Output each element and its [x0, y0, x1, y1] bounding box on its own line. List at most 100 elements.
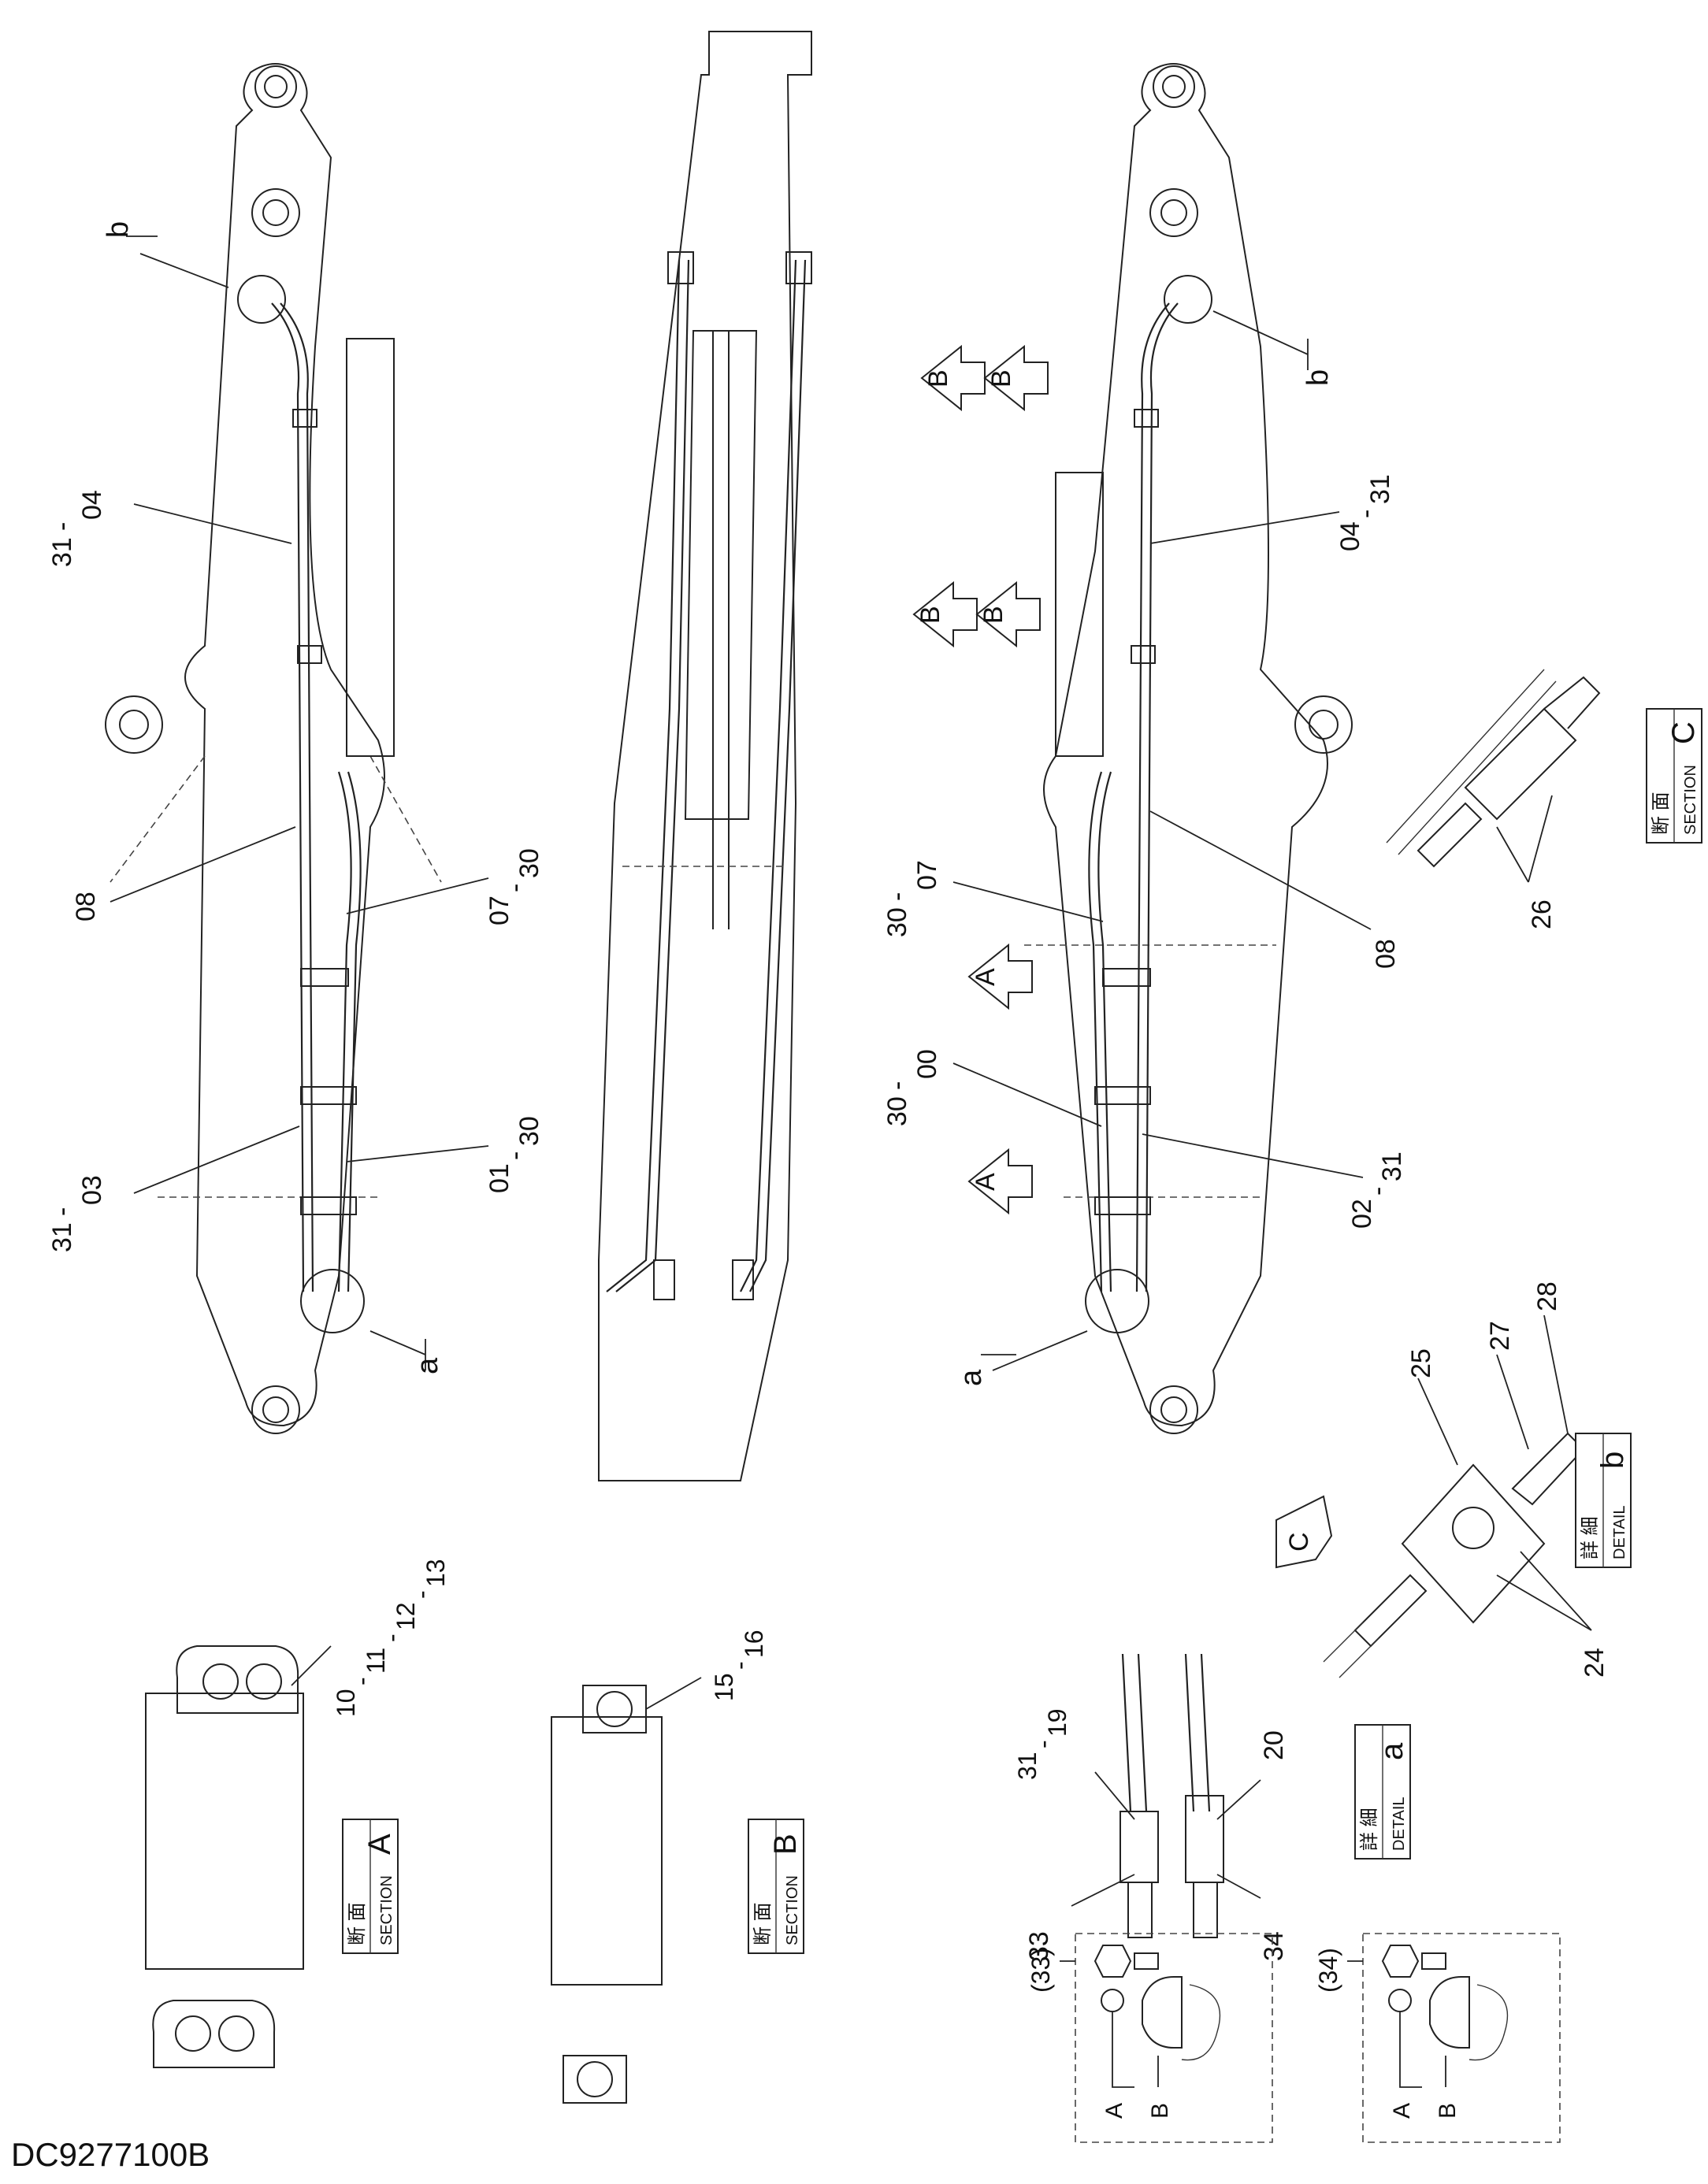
leader-15 [645, 1677, 702, 1710]
leader-a-left [369, 1330, 426, 1355]
left-hose-2 [337, 771, 352, 1292]
left-foot-pin [105, 695, 163, 754]
callout-33: 33 [1024, 1931, 1054, 1961]
callout-top-right-2: 31 [1365, 474, 1395, 504]
section-a-label-letter: A [362, 1834, 397, 1855]
right-bottom-pin [1149, 1385, 1198, 1434]
section-marker-a-2-label: A [971, 968, 1001, 986]
detail-b-label-jp: 詳 細 [1580, 1516, 1601, 1559]
arm-fitting [785, 251, 812, 284]
callout-top-left-2: 04 [77, 490, 107, 520]
callout-13: 13 [421, 1559, 450, 1587]
callout-bottom-left-right-2: 00 [912, 1049, 942, 1079]
callout-hose-left-right-1: 30 [882, 907, 912, 937]
callout-12-sep: - [407, 1590, 436, 1599]
detail-b-view: C 25 27 28 24 詳 細 DETAIL b [1275, 1281, 1632, 1678]
detail-b-circle-right [1164, 275, 1212, 324]
detail-a-label: 詳 細 DETAIL a [1354, 1724, 1411, 1860]
callout-19: 19 [1043, 1708, 1071, 1737]
callout-bottom-left-left-sep: - [47, 1207, 77, 1216]
callout-27: 27 [1485, 1321, 1515, 1351]
section-a-hose-top-1 [202, 1663, 239, 1700]
callout-bottom-left-right: 30 - 00 [882, 1049, 942, 1126]
section-marker-b-4-label: B [986, 369, 1016, 387]
section-c-label-en: SECTION [1682, 765, 1699, 835]
arm-fitting [653, 1259, 675, 1300]
right-hose-1 [1145, 302, 1179, 1292]
section-c-nipple [1543, 676, 1601, 729]
callout-11: 11 [362, 1648, 390, 1674]
section-marker-a-1: A [967, 1148, 1033, 1215]
right-bottom-pin-inner [1160, 1396, 1187, 1423]
callout-top-left-1: 31 [47, 537, 77, 567]
section-a-clamp-bottom [152, 2000, 276, 2068]
callout-hose-right-left-2: 30 [514, 848, 544, 878]
detail-a-label-letter: a [1375, 1742, 1409, 1760]
leader-hose-left-right [952, 881, 1104, 922]
right-foot-pin-inner [1309, 710, 1339, 740]
detail-a-view: 31 - 19 20 33 34 詳 細 DETAIL a [1013, 1653, 1411, 1961]
section-b-view: 15 - 16 断 面 SECTION B [551, 1630, 804, 2104]
callout-31-19: 31 - 19 [1013, 1708, 1071, 1780]
kit-34-chain [1469, 1984, 1509, 2061]
leader-27 [1496, 1354, 1529, 1450]
leader-bottom-right [346, 1145, 489, 1162]
callout-10-13: 10 - 11 - 12 - 13 [332, 1559, 450, 1717]
callout-bottom-left-right-1: 30 [882, 1096, 912, 1126]
leader-b-right [1212, 310, 1309, 355]
callout-31-sep: - [1029, 1740, 1057, 1748]
callout-11-sep: - [377, 1633, 406, 1642]
callout-top-right-1: 04 [1335, 521, 1365, 551]
detail-a-fitting-20 [1185, 1795, 1224, 1883]
leader-top-right [1149, 511, 1340, 544]
kit-33-cap [1142, 1976, 1183, 2049]
kit-34-frame [1362, 1933, 1561, 2143]
right-arm-cylinder [1055, 472, 1104, 757]
callout-16: 16 [740, 1630, 768, 1658]
detail-b-nipple [1511, 1432, 1585, 1506]
section-b-clamp-bottom [563, 2055, 627, 2104]
left-clamp [297, 645, 322, 664]
detail-a-coupler-34 [1193, 1882, 1218, 1938]
callout-10-sep: - [347, 1677, 376, 1685]
callout-10: 10 [332, 1689, 360, 1717]
callout-20: 20 [1259, 1730, 1289, 1760]
leader-20 [1216, 1779, 1261, 1820]
callout-a-right: a [955, 1369, 988, 1386]
callout-12: 12 [392, 1602, 420, 1630]
detail-b-circle-left [237, 275, 286, 324]
detail-b-hose [1323, 1622, 1379, 1678]
section-marker-b-4: B [983, 344, 1049, 412]
callout-a-left: a [411, 1357, 444, 1374]
right-hose-2 [1097, 771, 1112, 1292]
callout-bottom-right-right-1: 02 [1347, 1199, 1377, 1229]
arm-hose-left [606, 259, 681, 1292]
section-c-view: 26 断 面 SECTION C [1386, 669, 1702, 929]
section-a-label: 断 面 SECTION A [342, 1819, 399, 1954]
right-foot-pin [1294, 695, 1353, 754]
callout-hose-left-right-2: 07 [912, 860, 942, 890]
callout-25: 25 [1406, 1348, 1436, 1378]
left-arm-cylinder [346, 338, 395, 757]
section-b-label-jp: 断 面 [752, 1902, 774, 1945]
section-b-clamp-top [582, 1685, 647, 1733]
left-hose-2b [347, 771, 362, 1292]
left-clamp [300, 968, 349, 987]
section-a-hose-top-2 [246, 1663, 282, 1700]
section-b-label-en: SECTION [784, 1875, 801, 1945]
callout-bottom-left-left-1: 31 [47, 1222, 77, 1252]
kit-34-b: B [1435, 2103, 1461, 2119]
callout-bottom-right-right-2: 31 [1377, 1151, 1407, 1181]
leader-hose-right-left [346, 877, 489, 914]
callout-hose-right-left: 07 - 30 [485, 848, 544, 925]
section-marker-a-1-label: A [971, 1173, 1001, 1191]
right-clamp [1094, 1086, 1151, 1105]
arm-outline [598, 31, 812, 1481]
right-boom-hidden-line [1024, 944, 1276, 1198]
section-a-frame [145, 1693, 304, 1970]
callout-top-left-sep: - [47, 522, 77, 531]
callout-bottom-right-left-2: 30 [514, 1116, 544, 1146]
callout-bottom-right-left-sep: - [500, 1151, 530, 1160]
leader-b-left [139, 253, 229, 288]
section-c-plate [1386, 669, 1557, 855]
